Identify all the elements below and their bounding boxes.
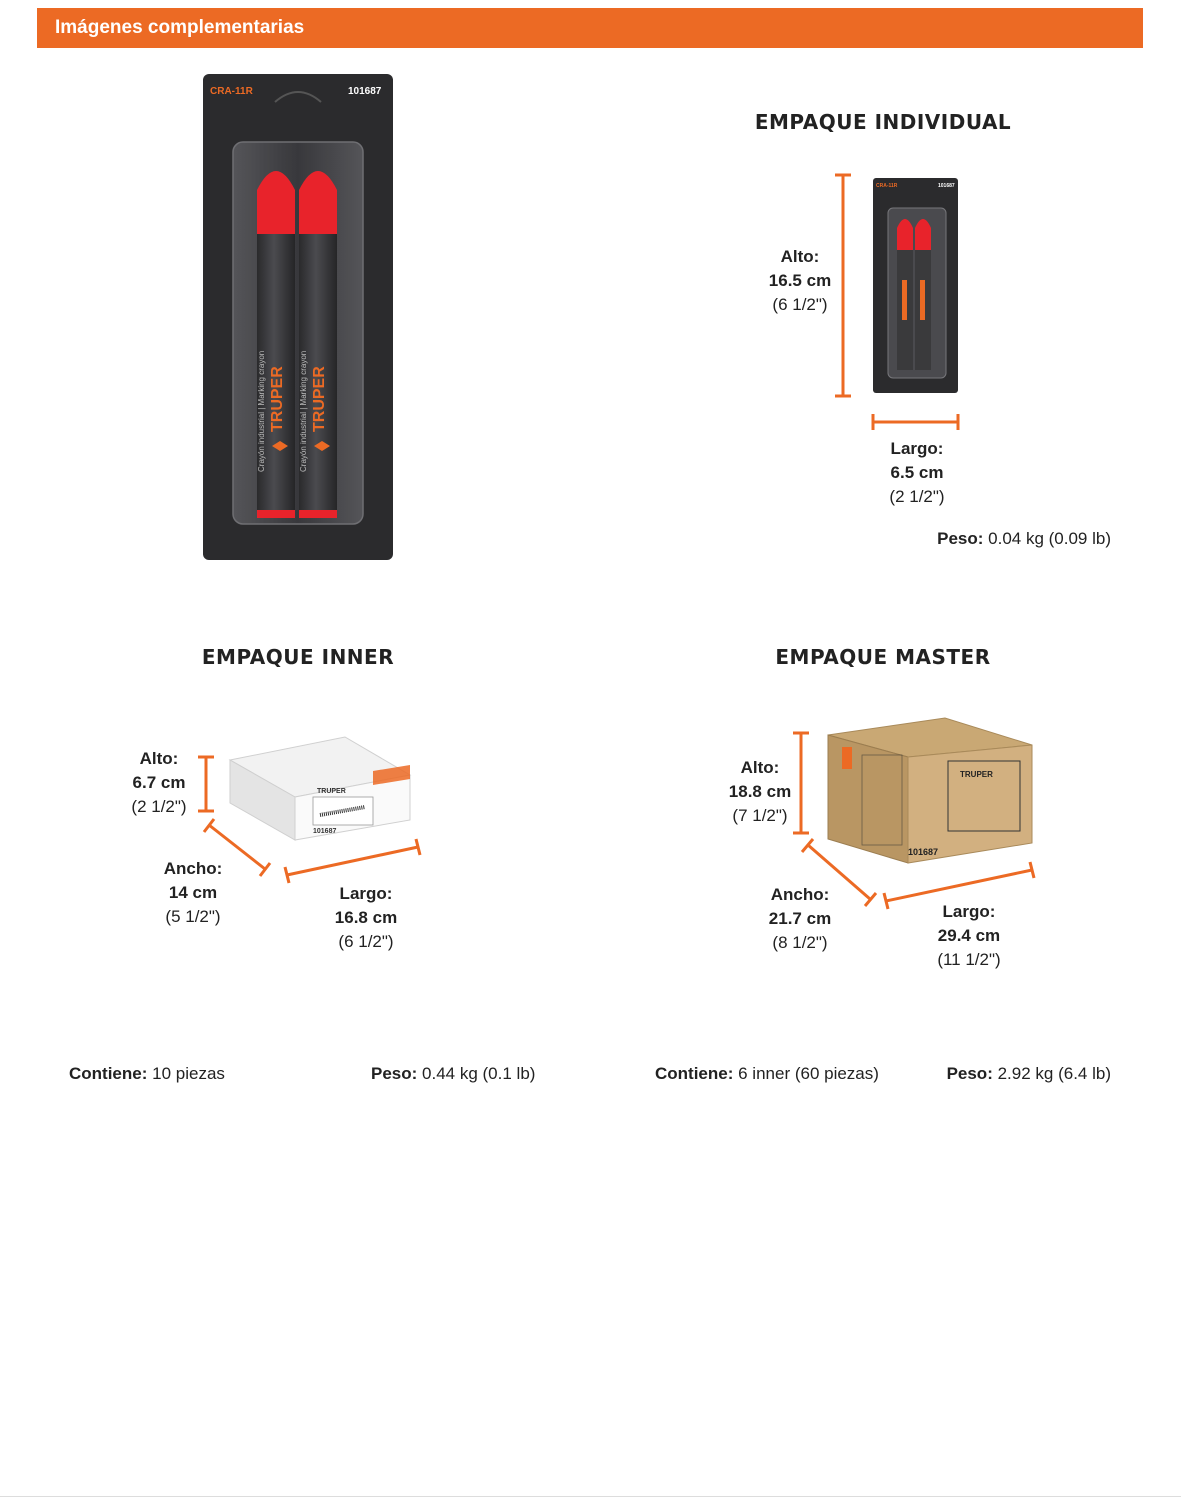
svg-text:CRA-11R: CRA-11R [876,183,898,189]
individual-peso: Peso: 0.04 kg (0.09 lb) [937,529,1111,549]
individual-diagram: CRA-11R 101687 [835,173,960,430]
svg-text:101687: 101687 [313,828,336,835]
master-contiene-value: 6 inner (60 piezas) [738,1064,879,1083]
individual-largo: Largo: 6.5 cm (2 1/2") [889,437,944,509]
svg-text:TRUPER: TRUPER [960,770,993,779]
master-alto-imperial: (7 1/2") [732,806,788,825]
master-largo-label: Largo: [942,902,996,921]
inner-largo-value: 16.8 cm [334,908,398,927]
crayon-left [257,171,295,518]
inner-largo-label: Largo: [339,884,393,903]
crayon-brand-left: TRUPER [269,366,286,432]
svg-text:TRUPER: TRUPER [317,788,346,795]
product-model-text: CRA-11R [210,86,254,97]
inner-ancho-label: Ancho: [163,859,223,878]
individual-largo-value: 6.5 cm [890,463,944,482]
product-code-text: 101687 [348,86,382,97]
master-ancho-value: 21.7 cm [768,909,832,928]
master-largo-imperial: (11 1/2") [937,950,1001,969]
inner-alto-imperial: (2 1/2") [131,797,187,816]
master-ancho-label: Ancho: [770,885,830,904]
crayon-text-right: Crayón industrial | Marking crayon [299,351,308,472]
individual-alto-imperial: (6 1/2") [772,295,828,314]
inner-contiene: Contiene: 10 piezas [69,1064,225,1084]
inner-alto-value: 6.7 cm [132,773,186,792]
master-peso-label: Peso: [946,1064,993,1083]
master-contiene-label: Contiene: [655,1064,734,1083]
master-alto-label: Alto: [740,758,780,777]
crayon-right [299,171,337,518]
product-photo: CRA-11R 101687 TRUPER TRUPER Crayón indu… [203,74,393,560]
master-peso-value: 2.92 kg (6.4 lb) [997,1064,1111,1083]
inner-title: EMPAQUE INNER [201,645,395,669]
master-diagram: TRUPER 101687 [793,717,1036,910]
crayon-brand-right: TRUPER [311,366,328,432]
inner-ancho: Ancho: 14 cm (5 1/2") [164,857,223,929]
inner-alto: Alto: 6.7 cm (2 1/2") [131,747,186,819]
master-title: EMPAQUE MASTER [775,645,991,669]
inner-largo-imperial: (6 1/2") [338,932,394,951]
individual-peso-value: 0.04 kg (0.09 lb) [988,529,1111,548]
inner-contiene-value: 10 piezas [152,1064,225,1083]
individual-alto: Alto: 16.5 cm (6 1/2") [769,245,831,317]
truper-logo-icon [272,441,330,451]
inner-ancho-imperial: (5 1/2") [165,907,221,926]
master-largo: Largo: 29.4 cm (11 1/2") [937,900,1000,972]
inner-ancho-value: 14 cm [168,883,218,902]
individual-alto-label: Alto: [780,247,820,266]
individual-largo-label: Largo: [890,439,944,458]
svg-text:101687: 101687 [908,847,938,857]
page-divider [0,1496,1181,1497]
individual-largo-imperial: (2 1/2") [889,487,945,506]
master-alto-value: 18.8 cm [728,782,792,801]
inner-peso-label: Peso: [371,1064,418,1083]
crayon-text-left: Crayón industrial | Marking crayon [257,351,266,472]
master-peso: Peso: 2.92 kg (6.4 lb) [947,1064,1111,1084]
inner-contiene-label: Contiene: [69,1064,148,1083]
inner-alto-label: Alto: [139,749,179,768]
svg-text:101687: 101687 [938,183,955,189]
master-contiene: Contiene: 6 inner (60 piezas) [655,1064,879,1084]
inner-peso: Peso: 0.44 kg (0.1 lb) [371,1064,535,1084]
master-alto: Alto: 18.8 cm (7 1/2") [729,756,791,828]
individual-peso-label: Peso: [937,529,984,548]
section-header-title: Imágenes complementarias [55,17,305,38]
master-ancho-imperial: (8 1/2") [772,933,828,952]
inner-peso-value: 0.44 kg (0.1 lb) [422,1064,536,1083]
individual-title: EMPAQUE INDIVIDUAL [754,110,1012,134]
inner-largo: Largo: 16.8 cm (6 1/2") [335,882,397,954]
inner-diagram: TRUPER 101687 [198,736,422,884]
master-largo-value: 29.4 cm [937,926,1001,945]
individual-alto-value: 16.5 cm [768,271,832,290]
section-header: Imágenes complementarias [37,8,1143,48]
master-ancho: Ancho: 21.7 cm (8 1/2") [769,883,831,955]
